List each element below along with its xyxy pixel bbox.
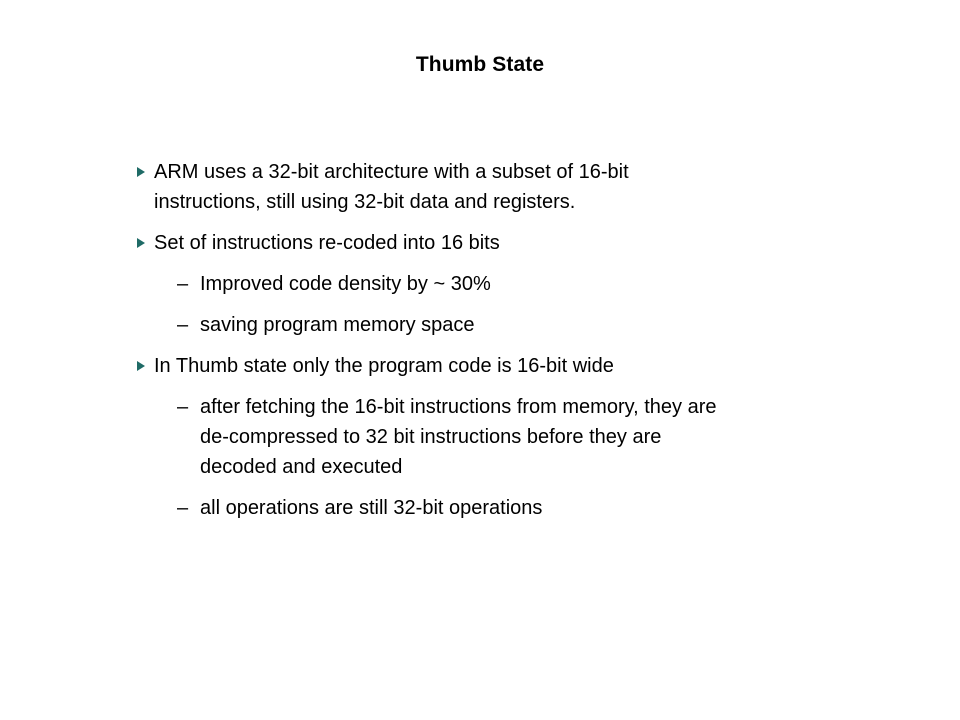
- list-item: ARM uses a 32-bit architecture with a su…: [137, 157, 877, 217]
- list-item-label: In Thumb state only the program code is …: [154, 355, 614, 377]
- list-item-label: after fetching the 16-bit instructions f…: [200, 396, 717, 478]
- list-item-label: all operations are still 32-bit operatio…: [200, 497, 543, 519]
- list-item-label: Set of instructions re-coded into 16 bit…: [154, 232, 500, 254]
- bullet-list: ARM uses a 32-bit architecture with a su…: [137, 157, 877, 523]
- list-item: – saving program memory space: [137, 310, 877, 340]
- triangle-right-icon: [137, 361, 145, 371]
- page-title: Thumb State: [415, 53, 545, 76]
- list-item: Set of instructions re-coded into 16 bit…: [137, 228, 877, 258]
- dash-marker-icon: –: [177, 396, 189, 418]
- dash-marker-icon: –: [177, 314, 189, 336]
- triangle-right-icon: [137, 238, 145, 248]
- list-item: – all operations are still 32-bit operat…: [137, 493, 877, 523]
- list-item-label: ARM uses a 32-bit architecture with a su…: [154, 161, 629, 213]
- list-item-label: Improved code density by ~ 30%: [200, 273, 491, 295]
- list-item-label: saving program memory space: [200, 314, 475, 336]
- list-item: In Thumb state only the program code is …: [137, 351, 877, 381]
- dash-marker-icon: –: [177, 497, 189, 519]
- dash-marker-icon: –: [177, 273, 189, 295]
- triangle-right-icon: [137, 167, 145, 177]
- list-item: – Improved code density by ~ 30%: [137, 269, 877, 299]
- list-item: – after fetching the 16-bit instructions…: [137, 392, 877, 482]
